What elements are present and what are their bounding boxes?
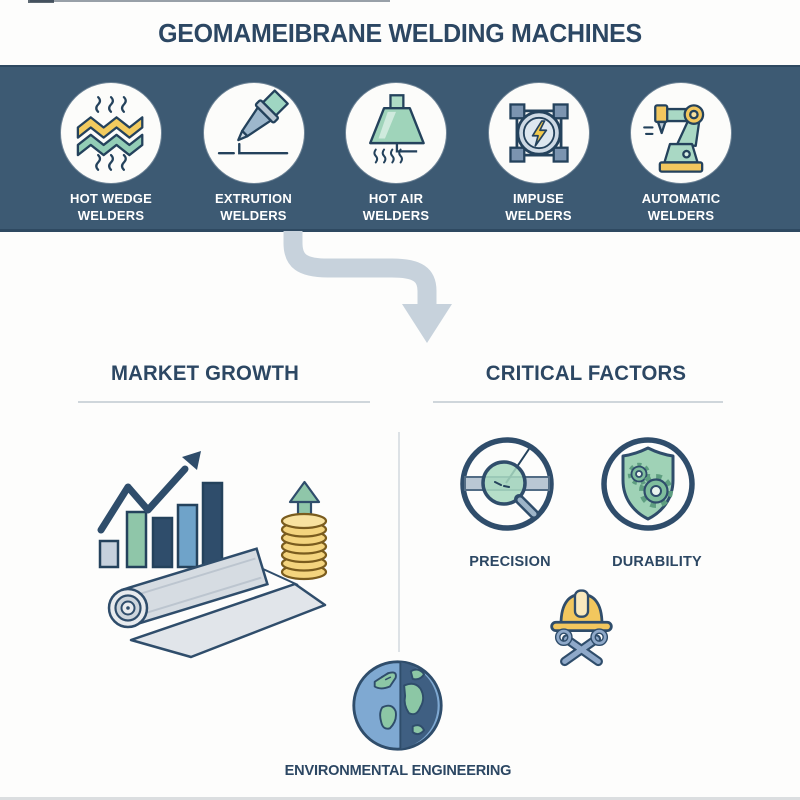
shield-gears-icon xyxy=(601,437,695,531)
environmental-engineering-label: ENVIRONMENTAL ENGINEERING xyxy=(284,762,512,779)
machine-label: AUTOMATIC WELDERS xyxy=(641,191,721,224)
machine-extrusion: EXTRUTION WELDERS xyxy=(187,83,321,229)
machine-label: HOT AIR WELDERS xyxy=(362,191,430,224)
machine-hot-wedge: HOT WEDGE WELDERS xyxy=(44,83,178,229)
critical-factors-heading: CRITICAL FACTORS xyxy=(485,362,687,385)
market-growth-heading: MARKET GROWTH xyxy=(110,362,300,385)
bar-chart-icon xyxy=(98,481,224,569)
icon-circle xyxy=(61,83,161,183)
top-edge-artifact-line xyxy=(30,0,390,2)
s-curve-down-arrow xyxy=(283,231,452,343)
crossed-tools xyxy=(554,628,609,667)
machine-types-band: HOT WEDGE WELDERS EXTRUTION WELDERS xyxy=(0,65,800,232)
machine-label: EXTRUTION WELDERS xyxy=(215,191,292,224)
critical-factors-underline xyxy=(433,401,723,403)
market-growth-underline xyxy=(78,401,370,403)
machine-automatic: AUTOMATIC WELDERS xyxy=(614,83,748,229)
trend-up-arrow-icon xyxy=(97,451,201,534)
icon-circle xyxy=(488,83,589,183)
icon-circle xyxy=(203,83,304,183)
globe-icon xyxy=(352,660,443,751)
machine-label: IMPUSE WELDERS xyxy=(505,191,572,224)
robot-arm-icon xyxy=(643,104,705,173)
magnifier-seam-icon xyxy=(460,437,554,531)
hot-wedge-waves-icon xyxy=(76,96,144,171)
machine-hot-air: HOT AIR WELDERS xyxy=(329,83,463,229)
large-gear xyxy=(639,474,673,508)
coin-stack-icon xyxy=(280,512,328,581)
extrusion-gun-icon xyxy=(217,89,289,155)
small-gear xyxy=(627,462,651,486)
durability-label: DURABILITY xyxy=(612,554,702,570)
hot-air-funnel-icon xyxy=(369,94,425,164)
precision-label: PRECISION xyxy=(469,554,551,570)
page-title: GEOMAMEIBRANE WELDING MACHINES xyxy=(158,18,642,48)
icon-circle xyxy=(346,83,446,183)
icon-circle xyxy=(631,83,731,183)
market-growth-illustration xyxy=(97,451,328,659)
impulse-lightning-icon xyxy=(508,103,569,163)
geomembrane-roll-icon xyxy=(107,547,327,659)
bottom-edge-artifact-line xyxy=(0,797,800,800)
hard-hat-tools-icon xyxy=(550,589,613,667)
column-divider xyxy=(398,432,400,652)
top-left-artifact-mark xyxy=(28,0,54,3)
machine-impulse: IMPUSE WELDERS xyxy=(472,83,606,229)
machine-label: HOT WEDGE WELDERS xyxy=(70,191,152,224)
